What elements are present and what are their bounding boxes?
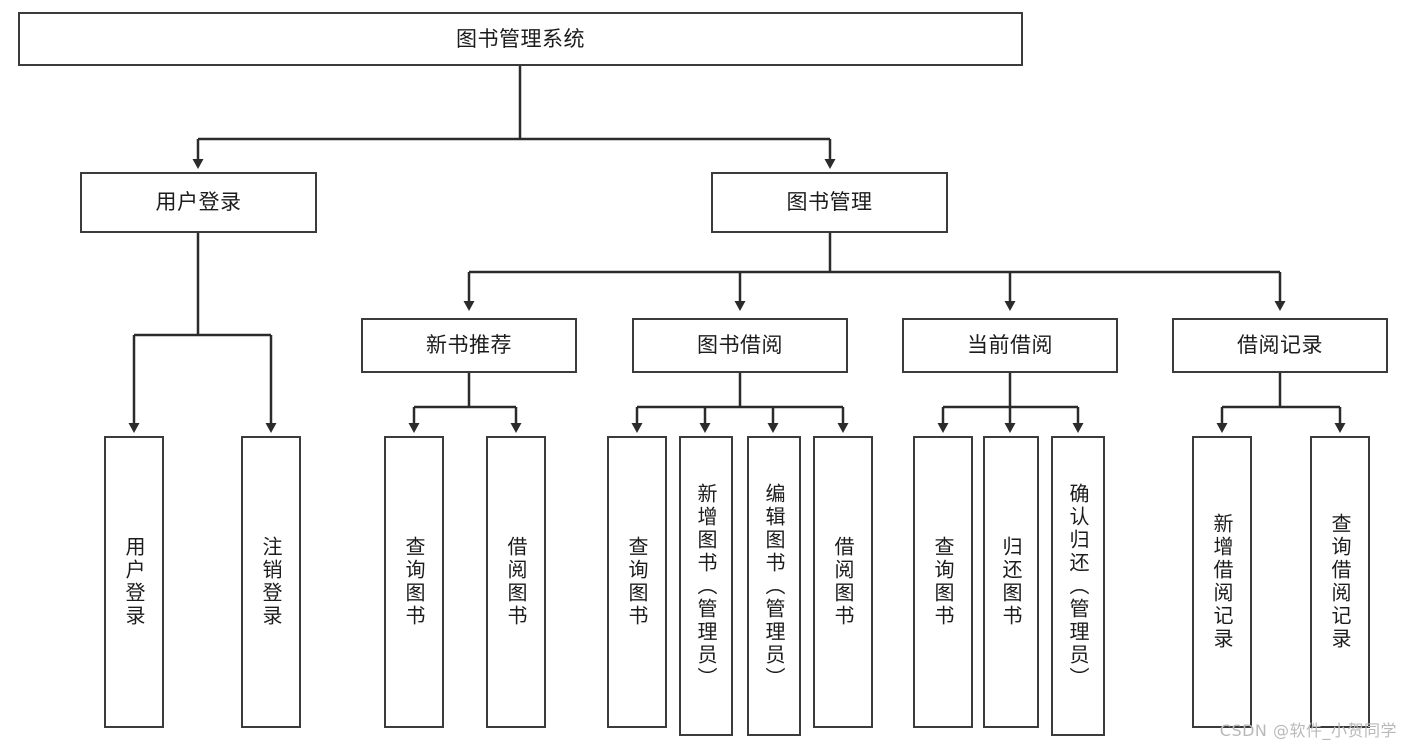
node-root[interactable]: 图书管理系统 (18, 12, 1023, 66)
leaf-query-record-label: 查询借阅记录 (1328, 513, 1352, 651)
leaf-add-record[interactable]: 新增借阅记录 (1192, 436, 1252, 728)
node-book-borrow[interactable]: 图书借阅 (632, 318, 848, 373)
leaf-query-book-2[interactable]: 查询图书 (607, 436, 667, 728)
leaf-edit-book[interactable]: 编辑图书（管理员） (747, 436, 801, 736)
leaf-add-book-label: 新增图书（管理员） (694, 482, 718, 690)
leaf-confirm-return[interactable]: 确认归还（管理员） (1051, 436, 1105, 736)
leaf-query-book-3[interactable]: 查询图书 (913, 436, 973, 728)
leaf-query-book-2-label: 查询图书 (625, 536, 649, 628)
leaf-confirm-return-label: 确认归还（管理员） (1066, 482, 1090, 690)
leaf-query-record[interactable]: 查询借阅记录 (1310, 436, 1370, 728)
leaf-return-book[interactable]: 归还图书 (983, 436, 1039, 728)
watermark: CSDN @软件_小贺同学 (1219, 721, 1397, 740)
node-borrow-record-label: 借阅记录 (1237, 333, 1323, 358)
node-root-label: 图书管理系统 (456, 26, 585, 51)
node-book-manage[interactable]: 图书管理 (711, 172, 948, 233)
leaf-query-book-1[interactable]: 查询图书 (384, 436, 444, 728)
node-user-login[interactable]: 用户登录 (80, 172, 317, 233)
node-current-borrow[interactable]: 当前借阅 (902, 318, 1118, 373)
node-book-manage-label: 图书管理 (786, 190, 873, 215)
leaf-query-book-1-label: 查询图书 (402, 536, 426, 628)
leaf-borrow-book-1-label: 借阅图书 (504, 536, 528, 628)
leaf-borrow-book-2-label: 借阅图书 (831, 536, 855, 628)
leaf-edit-book-label: 编辑图书（管理员） (762, 482, 786, 690)
leaf-user-logout-label: 注销登录 (259, 536, 283, 628)
node-user-login-label: 用户登录 (155, 190, 242, 215)
leaf-return-book-label: 归还图书 (999, 536, 1023, 628)
leaf-user-login[interactable]: 用户登录 (104, 436, 164, 728)
leaf-borrow-book-1[interactable]: 借阅图书 (486, 436, 546, 728)
node-borrow-record[interactable]: 借阅记录 (1172, 318, 1388, 373)
leaf-user-login-label: 用户登录 (122, 536, 146, 628)
leaf-add-book[interactable]: 新增图书（管理员） (679, 436, 733, 736)
leaf-add-record-label: 新增借阅记录 (1210, 513, 1234, 651)
leaf-user-logout[interactable]: 注销登录 (241, 436, 301, 728)
node-current-borrow-label: 当前借阅 (967, 333, 1053, 358)
node-book-borrow-label: 图书借阅 (697, 333, 783, 358)
node-new-book-rec-label: 新书推荐 (426, 333, 512, 358)
leaf-borrow-book-2[interactable]: 借阅图书 (813, 436, 873, 728)
leaf-query-book-3-label: 查询图书 (931, 536, 955, 628)
node-new-book-rec[interactable]: 新书推荐 (361, 318, 577, 373)
